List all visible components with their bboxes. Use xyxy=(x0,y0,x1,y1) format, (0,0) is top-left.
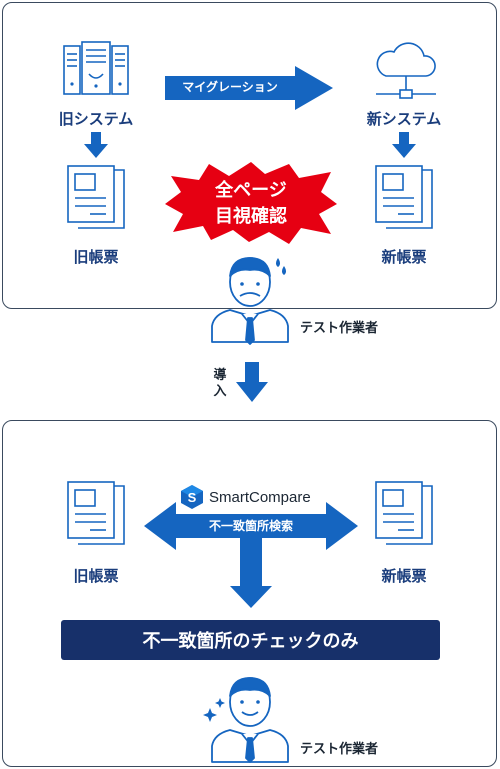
search-label: 不一致箇所検索 xyxy=(208,519,293,533)
new-form-label: 新帳票 xyxy=(381,248,427,266)
cloud-network-icon xyxy=(376,42,436,99)
burst-line-1: 全ページ xyxy=(215,180,287,201)
smartcompare-logo: S SmartCompare xyxy=(181,485,311,509)
old-form-label: 旧帳票 xyxy=(73,248,119,266)
worker-label: テスト作業者 xyxy=(300,321,379,336)
migration-label: マイグレーション xyxy=(182,80,278,94)
worker-label: テスト作業者 xyxy=(300,742,379,757)
introduce-label: 導入 xyxy=(213,368,227,399)
server-icon xyxy=(63,41,129,95)
new-form-label: 新帳票 xyxy=(381,567,427,585)
burst-line-2: 目視確認 xyxy=(215,206,287,227)
down-arrow-left xyxy=(84,132,108,158)
document-icon xyxy=(375,481,433,545)
down-arrow-right xyxy=(392,132,416,158)
migration-arrow xyxy=(165,66,333,110)
introduce-arrow xyxy=(236,362,268,402)
new-system-label: 新システム xyxy=(366,110,442,128)
result-bar: 不一致箇所のチェックのみ xyxy=(61,620,440,660)
document-icon xyxy=(375,165,433,229)
document-icon xyxy=(67,165,125,229)
document-icon xyxy=(67,481,125,545)
product-name: SmartCompare xyxy=(209,488,311,506)
old-system-label: 旧システム xyxy=(58,110,134,128)
search-arrow xyxy=(144,502,358,608)
svg-text:S: S xyxy=(188,490,197,505)
happy-worker-icon xyxy=(203,677,289,763)
old-form-label: 旧帳票 xyxy=(73,567,119,585)
smartcompare-logo-icon: S xyxy=(181,485,203,509)
burst-shape xyxy=(165,162,337,244)
worried-worker-icon xyxy=(211,257,289,345)
